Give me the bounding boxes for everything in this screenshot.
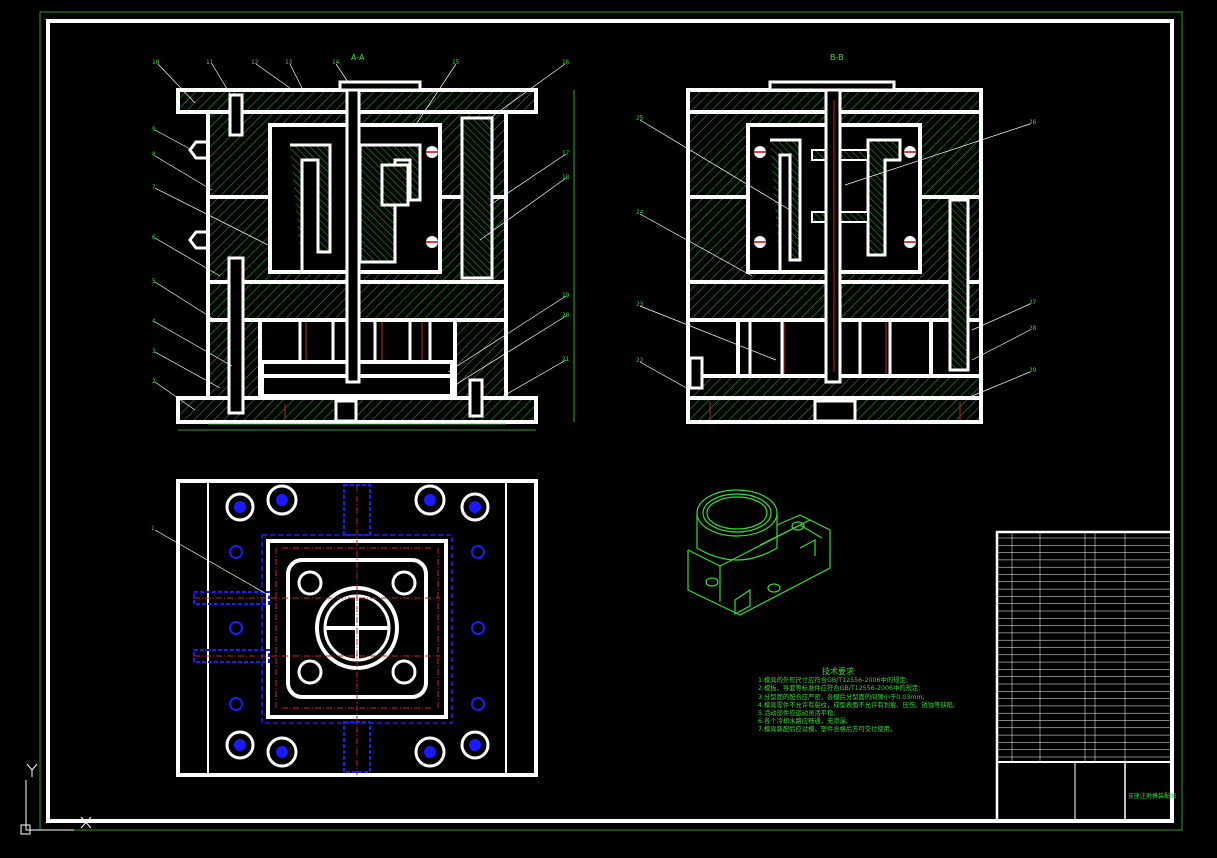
section-bb-title: B-B <box>830 53 844 62</box>
callout-label: 2 <box>152 378 156 385</box>
callout-label: 8 <box>152 151 156 158</box>
callout-label: 10 <box>152 59 160 66</box>
callout-label: 21 <box>562 356 570 363</box>
tech-note: 2.模板、导套等标准件应符合GB/T12556-2006中的规定; <box>758 685 921 693</box>
tech-notes-title: 技术要求 <box>822 667 854 676</box>
callout-label: 19 <box>562 292 570 299</box>
section-aa-title: A-A <box>351 53 365 62</box>
callout-label: 24 <box>636 209 644 216</box>
tech-note: 3.分型面的配合应严密，合模后分型面的间隙小于0.03mm; <box>758 693 925 701</box>
callout-label: 3 <box>152 348 156 355</box>
section-aa-view <box>154 63 575 431</box>
callout-label: 22 <box>636 357 644 364</box>
callout-label: 14 <box>332 59 340 66</box>
callout-label: 1 <box>151 525 155 532</box>
callout-label: 25 <box>636 115 644 122</box>
callout-label: 4 <box>152 318 156 325</box>
callout-label: 28 <box>1029 325 1037 332</box>
part-isometric-view <box>687 489 831 616</box>
callout-label: 12 <box>251 59 259 66</box>
callout-label: 11 <box>206 59 214 66</box>
callout-label: 13 <box>285 59 293 66</box>
tech-note: 7.模具装配后应试模，塑件合格后方可交付使用。 <box>758 726 897 734</box>
callout-label: 7 <box>152 184 156 191</box>
callout-label: 17 <box>562 150 570 157</box>
bom-table <box>995 530 1174 823</box>
tech-note: 6.各个冷却水路应畅通，无渗漏; <box>758 718 848 726</box>
callout-label: 26 <box>1029 119 1037 126</box>
outer-frame <box>39 11 1183 831</box>
title-block-name: 支座注射模装配图 <box>1128 793 1177 800</box>
tech-note: 5.活动部件应运动灵活平稳; <box>758 710 836 718</box>
callout-label: 29 <box>1029 367 1037 374</box>
callout-label: 20 <box>562 312 570 319</box>
plan-view <box>154 479 538 777</box>
tech-note: 1.模具的外形尺寸应符合GB/T12556-2006中的规定; <box>758 677 908 685</box>
callout-label: 9 <box>152 126 156 133</box>
callout-label: 6 <box>152 234 156 241</box>
section-bb-view <box>639 80 1031 424</box>
technical-requirements: 技术要求 1.模具的外形尺寸应符合GB/T12556-2006中的规定; 2.模… <box>758 667 956 735</box>
callout-label: 16 <box>562 59 570 66</box>
callout-label: 5 <box>152 278 156 285</box>
callout-label: 23 <box>636 301 644 308</box>
ucs-axis-icon <box>20 763 92 835</box>
tech-note: 4.模具零件不允许有裂纹，成型表面不允许有划痕、压伤、锈蚀等缺陷; <box>758 701 956 709</box>
callout-label: 27 <box>1029 299 1037 306</box>
callout-label: 18 <box>562 174 570 181</box>
drawing-border <box>46 19 1174 823</box>
callout-label: 15 <box>452 59 460 66</box>
